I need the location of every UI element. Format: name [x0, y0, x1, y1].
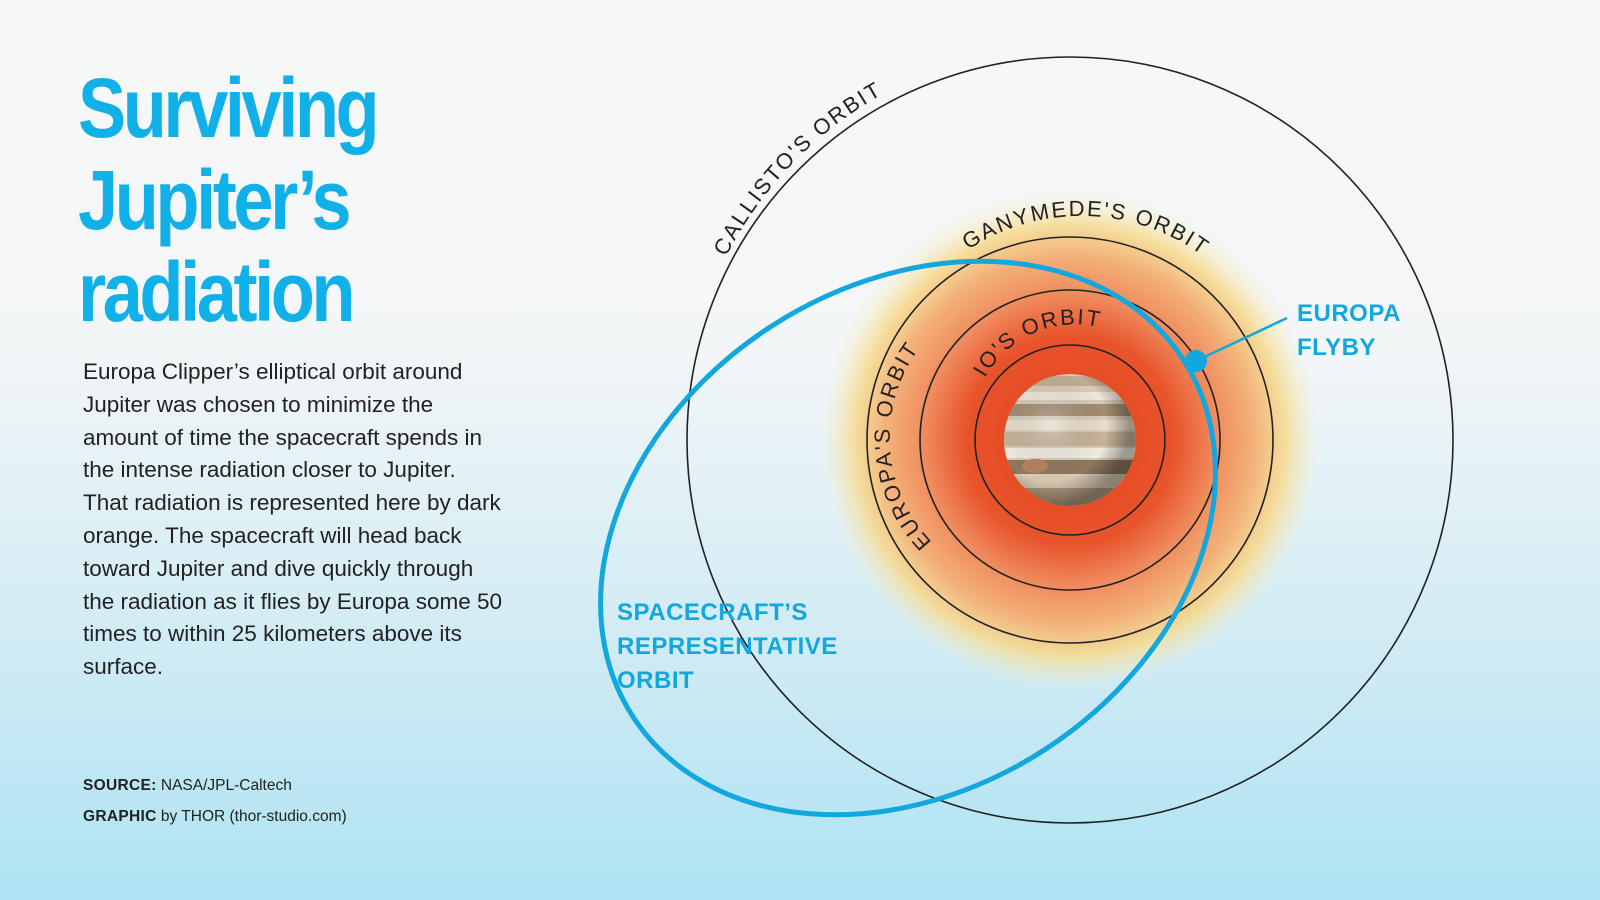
description-text: Europa Clipper’s elliptical orbit around…	[83, 359, 502, 680]
io-orbit	[974, 344, 1166, 536]
spacecraft-label-line-3: ORBIT	[617, 667, 695, 694]
ganymede-orbit	[866, 236, 1274, 644]
graphic-value: by THOR (thor-studio.com)	[160, 808, 347, 825]
title-line-1: Surviving	[78, 61, 380, 155]
graphic-label: GRAPHIC	[83, 808, 157, 825]
callisto-orbit	[686, 56, 1454, 824]
europa-flyby-dot	[1185, 350, 1207, 372]
europa-orbit	[919, 289, 1221, 591]
title-line-3: radiation	[78, 245, 356, 339]
source-label: SOURCE:	[83, 777, 157, 794]
spacecraft-orbit	[598, 258, 1218, 818]
callisto-orbit-label: CALLISTO'S ORBIT	[708, 76, 886, 259]
europa-flyby-label: EUROPA FLYBY	[1297, 297, 1401, 365]
title-line-2: Jupiter’s	[78, 153, 352, 247]
flyby-label-line-2: FLYBY	[1297, 334, 1376, 361]
spacecraft-label-line-1: SPACECRAFT’S	[617, 599, 808, 626]
europa-flyby-leader	[1195, 316, 1288, 363]
jupiter-planet	[1004, 374, 1136, 506]
graphic-credit: GRAPHIC by THOR (thor-studio.com)	[83, 808, 347, 826]
spacecraft-label-line-2: REPRESENTATIVE	[617, 633, 838, 660]
source-value: NASA/JPL-Caltech	[160, 777, 292, 794]
spacecraft-orbit-label: SPACECRAFT’S REPRESENTATIVE ORBIT	[617, 596, 838, 698]
page-title: Surviving Jupiter’s radiation	[78, 61, 380, 339]
source-credit: SOURCE: NASA/JPL-Caltech	[83, 777, 292, 795]
flyby-label-line-1: EUROPA	[1297, 300, 1401, 327]
